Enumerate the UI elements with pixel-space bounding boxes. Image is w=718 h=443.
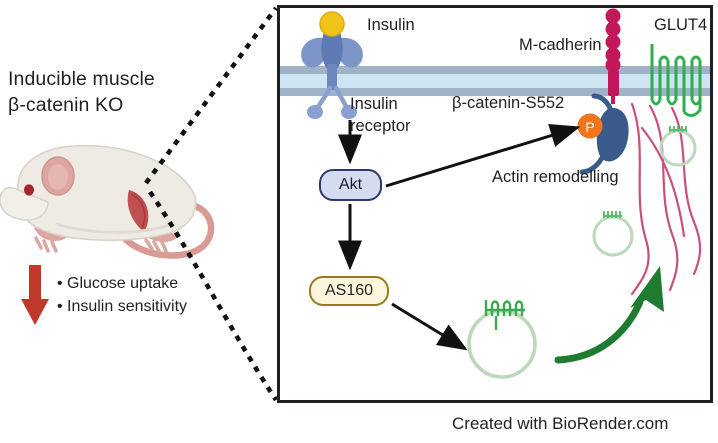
mouse-illustration	[0, 128, 236, 268]
glut4-transporter	[650, 44, 702, 117]
left-panel-title: Inducible muscle β-catenin KO	[8, 66, 258, 118]
list-item-label: Insulin sensitivity	[67, 298, 188, 315]
actin-filaments	[630, 102, 702, 296]
membrane-core	[280, 74, 710, 88]
left-panel-title-line2: β-catenin KO	[8, 94, 124, 116]
label-insulin-receptor: Insulin receptor	[350, 93, 411, 137]
arrow-as160-to-vesicle	[391, 302, 468, 351]
arrow-akt-to-beta-catenin	[385, 123, 581, 188]
list-item: •Insulin sensitivity	[57, 295, 257, 318]
label-insulin-receptor-line2: receptor	[350, 117, 411, 135]
bullet-marker: •	[57, 275, 63, 292]
m-cadherin	[605, 8, 621, 104]
list-item-label: Glucose uptake	[67, 275, 179, 292]
label-insulin: Insulin	[367, 16, 415, 34]
glut4-vesicle	[467, 300, 537, 379]
glut4-vesicle	[592, 211, 634, 257]
node-as160: AS160	[309, 276, 389, 306]
membrane-outer-leaflet-top	[280, 66, 710, 74]
label-actin-remodelling: Actin remodelling	[492, 168, 619, 186]
bullet-marker: •	[57, 298, 63, 315]
label-insulin-receptor-line1: Insulin	[350, 95, 398, 113]
down-arrow-icon	[20, 265, 50, 327]
outcome-list: •Glucose uptake •Insulin sensitivity	[57, 272, 257, 318]
insulin-ligand	[319, 11, 345, 37]
insulin-receptor	[301, 26, 363, 119]
label-m-cadherin: M-cadherin	[519, 36, 602, 54]
membrane-outer-leaflet-bottom	[280, 88, 710, 96]
left-panel-title-line1: Inducible muscle	[8, 68, 155, 90]
arrow-vesicle-translocation	[554, 266, 664, 364]
node-akt: Akt	[319, 169, 382, 201]
pathway-graphics: P	[301, 8, 702, 379]
phosphate-group: P	[577, 113, 603, 139]
svg-text:P: P	[585, 119, 594, 135]
list-item: •Glucose uptake	[57, 272, 257, 295]
cell-diagram-panel: P	[277, 5, 713, 403]
label-glut4: GLUT4	[654, 16, 708, 34]
label-beta-catenin-s552: β-catenin-S552	[452, 94, 565, 112]
glut4-vesicle	[659, 126, 697, 167]
biorender-credit: Created with BioRender.com	[452, 414, 669, 433]
beta-catenin	[579, 93, 629, 175]
